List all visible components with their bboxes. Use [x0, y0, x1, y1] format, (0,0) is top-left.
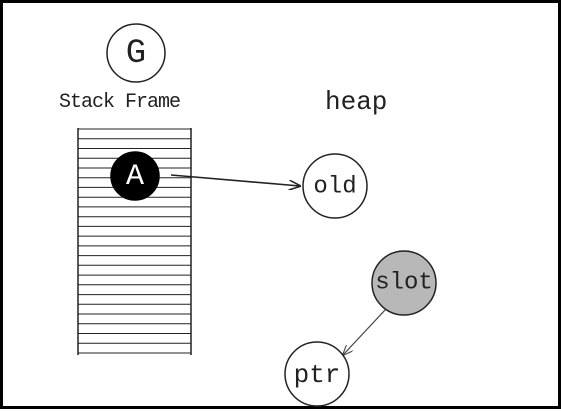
root-node-label: A: [126, 160, 144, 194]
edge-a-to-old: [170, 174, 300, 186]
root-node-a: A: [110, 151, 160, 201]
heap-node-ptr: ptr: [284, 341, 350, 407]
stack-frame-caption: Stack Frame: [59, 91, 181, 114]
heap-node-old-label: old: [313, 174, 356, 201]
heap-node-slot-label: slot: [375, 270, 433, 297]
heap-node-slot: slot: [371, 250, 437, 316]
goroutine-label: G: [126, 35, 146, 73]
heap-node-old: old: [302, 153, 368, 219]
heap-node-ptr-label: ptr: [294, 360, 341, 390]
heap-caption: heap: [325, 87, 388, 117]
edge-slot-to-ptr: [343, 308, 387, 355]
goroutine-node: G: [106, 23, 166, 83]
diagram-canvas: G A old slot ptr: [77, 23, 437, 407]
